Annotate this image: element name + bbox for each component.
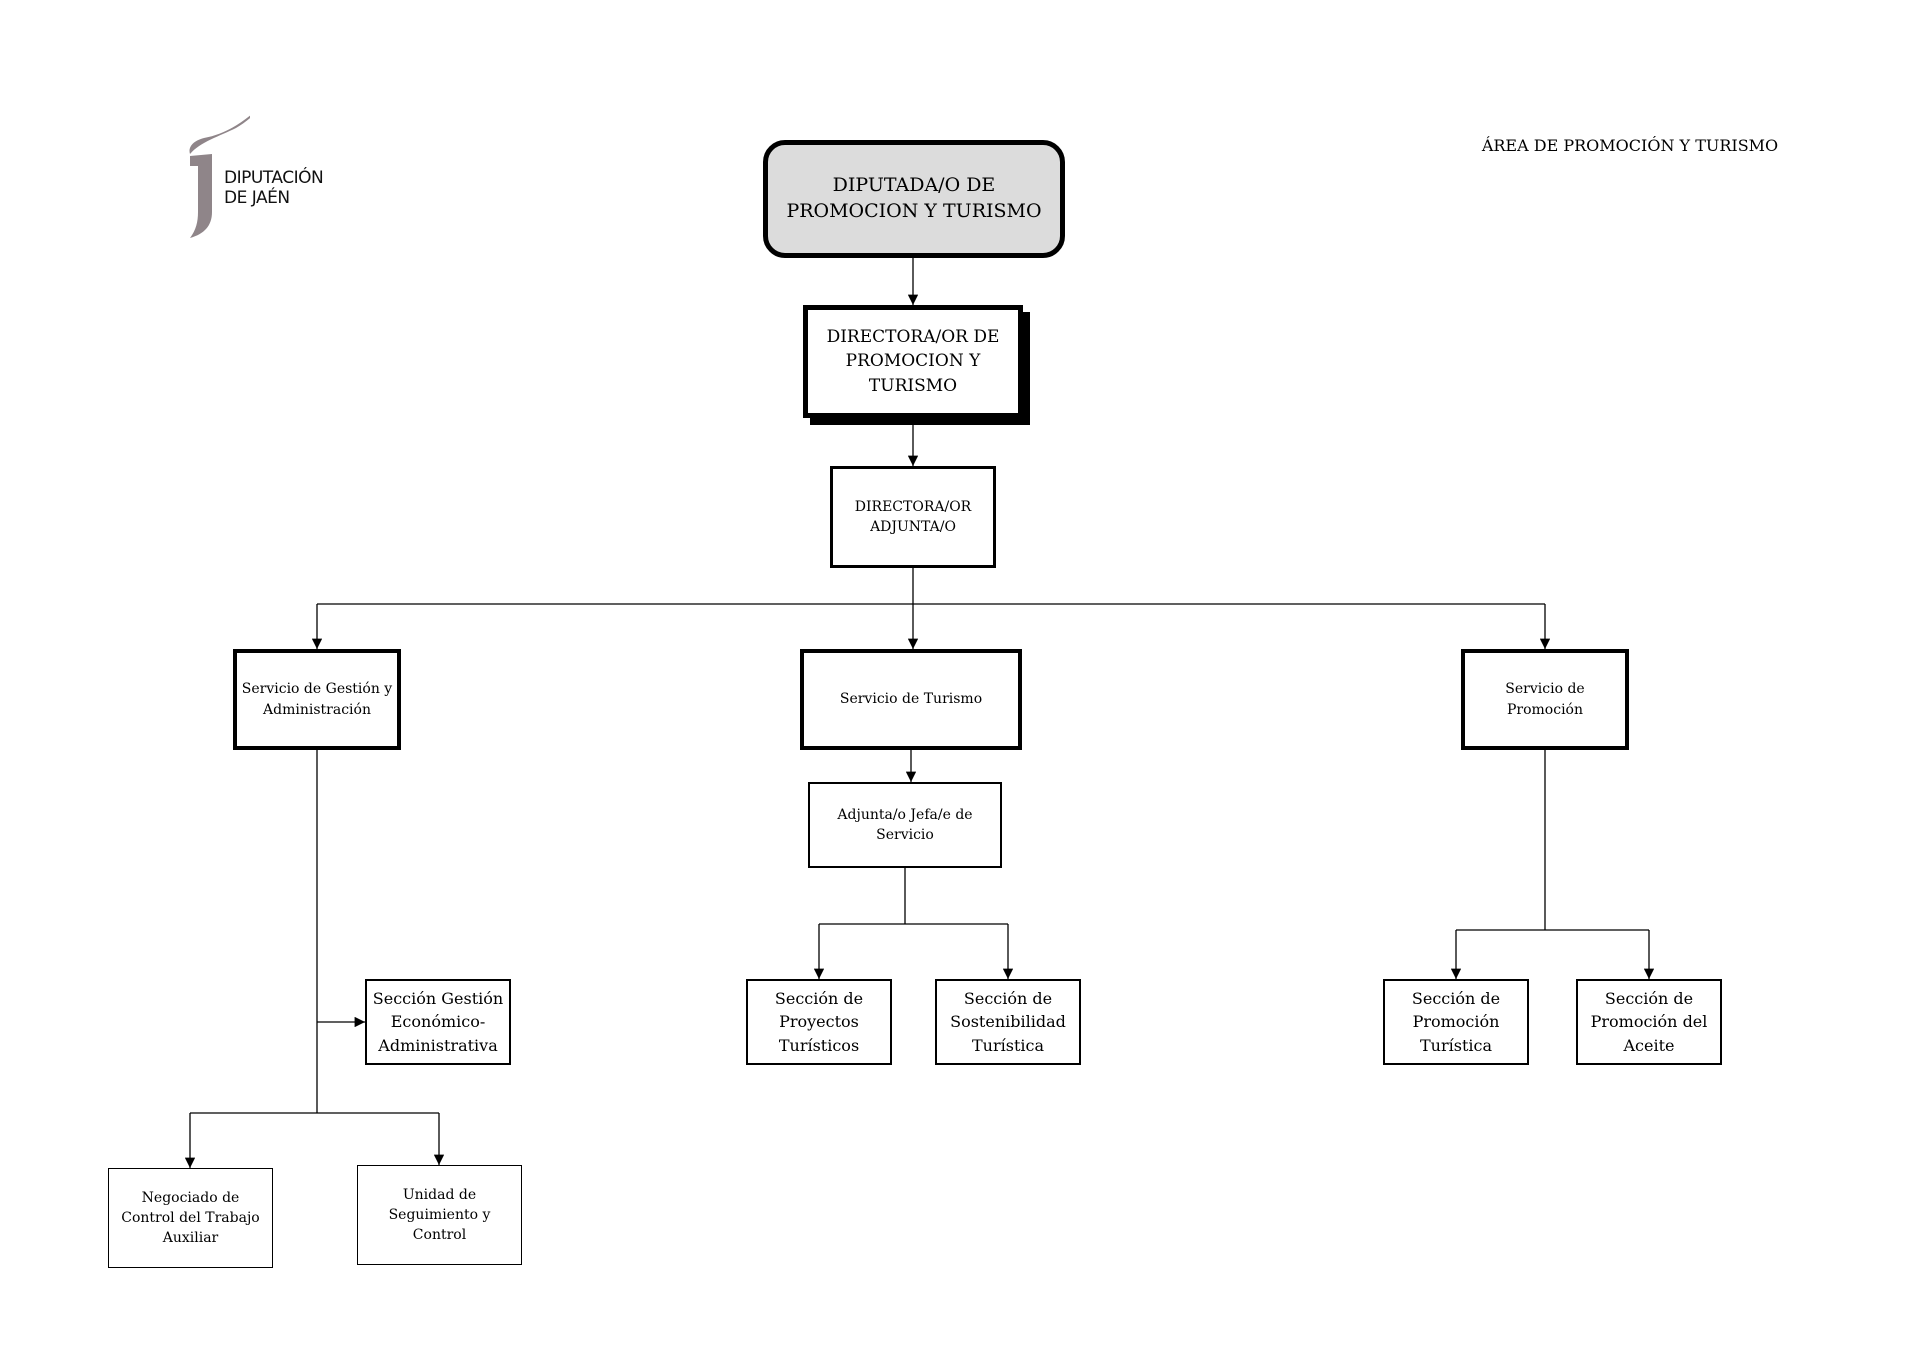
node-seccion-promocion-turistica: Sección de Promoción Turística xyxy=(1383,979,1529,1065)
node-director: DIRECTORA/OR DE PROMOCION Y TURISMO xyxy=(803,305,1023,418)
node-servicio-promocion: Servicio de Promoción xyxy=(1461,649,1629,750)
node-seccion-sostenibilidad: Sección de Sostenibilidad Turística xyxy=(935,979,1081,1065)
node-label: Sección de Proyectos Turísticos xyxy=(774,989,864,1055)
node-adjunto-jefe: Adjunta/o Jefa/e de Servicio xyxy=(808,782,1002,868)
logo-emblem-icon xyxy=(189,115,250,238)
node-label: Sección Gestión Económico-Administrativa xyxy=(372,989,504,1055)
node-label: Servicio de Gestión y Administración xyxy=(241,681,393,718)
node-label: Sección de Sostenibilidad Turística xyxy=(950,989,1066,1055)
area-title: ÁREA DE PROMOCIÓN Y TURISMO xyxy=(1481,136,1779,155)
node-label: Sección de Promoción Turística xyxy=(1411,989,1501,1055)
node-servicio-turismo: Servicio de Turismo xyxy=(800,649,1022,750)
node-negociado: Negociado de Control del Trabajo Auxilia… xyxy=(108,1168,273,1268)
node-director-adjunto: DIRECTORA/OR ADJUNTA/O xyxy=(830,466,996,568)
diputacion-jaen-logo: DIPUTACIÓN DE JAÉN xyxy=(186,104,346,238)
node-diputado: DIPUTADA/O DE PROMOCION Y TURISMO xyxy=(763,140,1065,258)
node-label: DIRECTORA/OR DE PROMOCION Y TURISMO xyxy=(826,326,1000,396)
node-unidad: Unidad de Seguimiento y Control xyxy=(357,1165,522,1265)
node-label: DIRECTORA/OR ADJUNTA/O xyxy=(854,498,972,535)
logo-line-2: DE JAÉN xyxy=(224,188,290,208)
node-seccion-proyectos: Sección de Proyectos Turísticos xyxy=(746,979,892,1065)
node-label: Servicio de Promoción xyxy=(1505,681,1585,718)
node-seccion-promocion-aceite: Sección de Promoción del Aceite xyxy=(1576,979,1722,1065)
logo-wordmark: DIPUTACIÓN DE JAÉN xyxy=(224,168,324,208)
node-seccion-gestion: Sección Gestión Económico-Administrativa xyxy=(365,979,511,1065)
node-label: Servicio de Turismo xyxy=(839,691,983,708)
node-label: DIPUTADA/O DE PROMOCION Y TURISMO xyxy=(786,174,1042,222)
node-label: Unidad de Seguimiento y Control xyxy=(388,1186,491,1244)
node-label: Adjunta/o Jefa/e de Servicio xyxy=(837,806,973,843)
node-servicio-gestion: Servicio de Gestión y Administración xyxy=(233,649,401,750)
node-label: Negociado de Control del Trabajo Auxilia… xyxy=(121,1189,260,1247)
logo-line-1: DIPUTACIÓN xyxy=(224,168,324,188)
node-label: Sección de Promoción del Aceite xyxy=(1590,989,1708,1055)
